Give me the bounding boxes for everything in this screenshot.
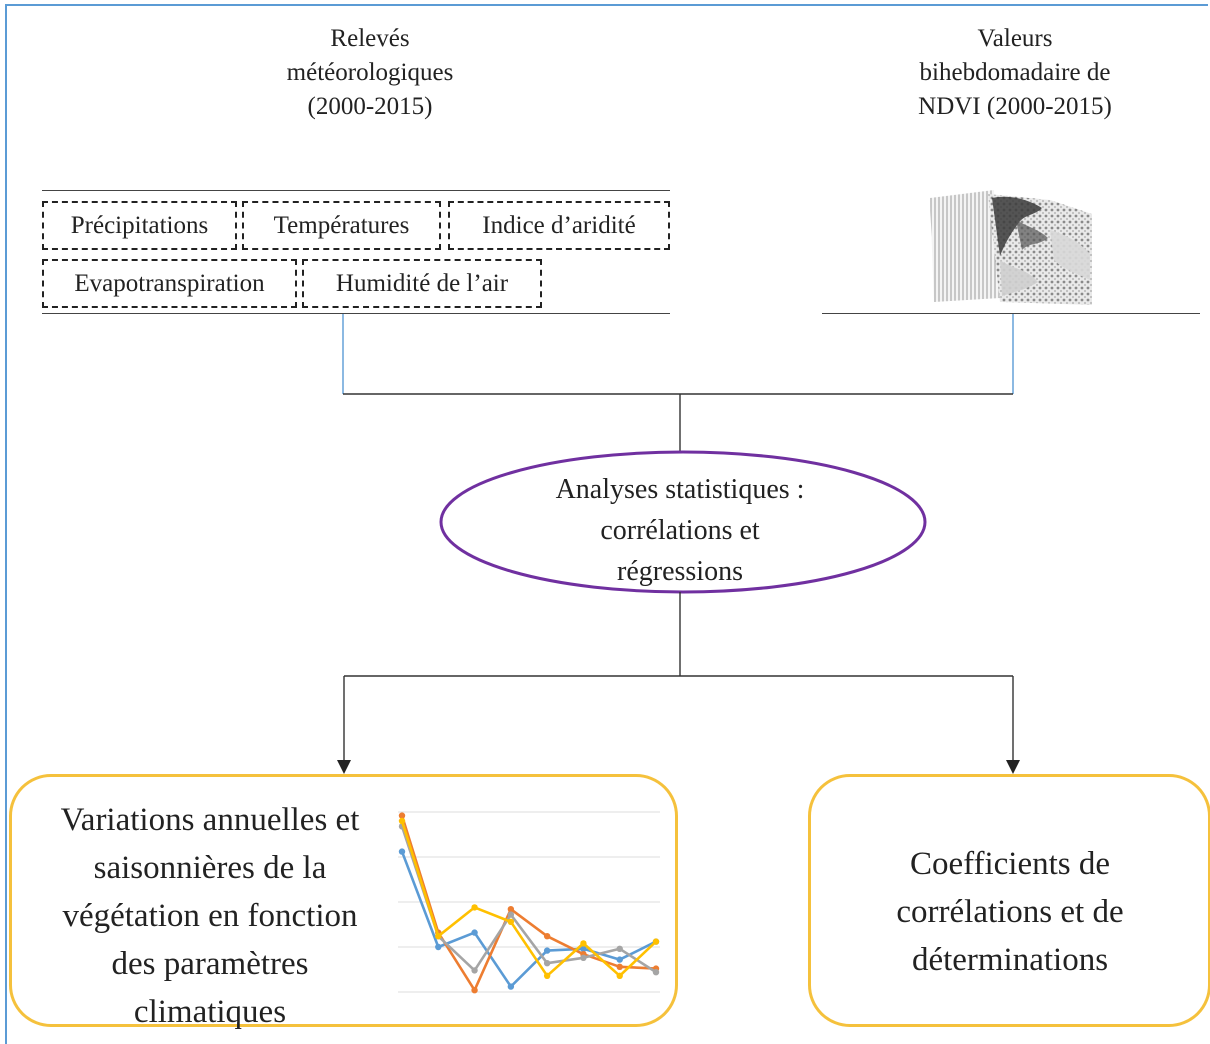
mini-line-chart (398, 811, 660, 994)
meteo-title-line: (2000-2015) (307, 93, 433, 120)
meteo-title-line: Relevés (330, 25, 410, 52)
chart-point-s1-4 (543, 933, 551, 940)
variations-label-line: végétation en fonction (62, 898, 358, 934)
variable-air-humidity: Humidité de l’air (302, 259, 542, 308)
meteo-group-bottom-rule (42, 313, 670, 314)
ndvi-title-line: bihebdomadaire de (919, 59, 1111, 86)
figure-frame (5, 4, 1208, 1044)
chart-point-s3-5 (580, 940, 587, 947)
chart-point-s0-1 (435, 943, 442, 951)
ndvi-image-stack (930, 190, 1092, 305)
analysis-label-line: Analyses statistiques : (555, 474, 805, 505)
meteo-title-line: météorologiques (286, 59, 454, 86)
chart-point-s3-1 (435, 933, 442, 940)
variable-temperatures: Températures (242, 201, 441, 250)
chart-point-s1-6 (616, 963, 623, 970)
meteo-group-top-rule (42, 190, 670, 191)
variations-label-line: climatiques (133, 994, 287, 1030)
meteo-source-title: Relevés météorologiques (2000-2015) (230, 22, 510, 124)
chart-point-s3-7 (652, 938, 660, 945)
chart-point-s3-4 (543, 972, 551, 979)
analysis-ellipse (439, 450, 927, 594)
right-arrowhead-icon (1006, 760, 1020, 774)
chart-series-line-3 (400, 820, 657, 978)
chart-point-s0-2 (471, 929, 478, 936)
ndvi-source-title: Valeurs bihebdomadaire de NDVI (2000-201… (870, 22, 1160, 124)
chart-point-s1-2 (471, 987, 478, 994)
chart-series-line-2 (400, 825, 657, 974)
ndvi-group-bottom-rule (822, 313, 1200, 314)
chart-point-s2-6 (616, 945, 623, 952)
coefficients-output-box (808, 774, 1210, 1027)
chart-point-s2-2 (471, 967, 478, 974)
chart-point-s2-4 (543, 960, 551, 967)
analysis-label: Analyses statistiques : corrélations et … (510, 469, 850, 592)
left-arrowhead-icon (337, 760, 351, 774)
chart-point-s3-3 (507, 918, 515, 925)
ndvi-title-line: Valeurs (977, 25, 1053, 52)
chart-point-s1-0 (398, 812, 406, 819)
chart-point-s0-6 (616, 956, 623, 963)
analysis-label-line: corrélations et (600, 515, 760, 546)
coefficients-label-line: corrélations et de (896, 894, 1124, 930)
chart-point-s2-7 (652, 969, 660, 976)
variable-aridity-index: Indice d’aridité (448, 201, 670, 250)
chart-point-s3-6 (616, 972, 623, 979)
coefficients-label-line: Coefficients de (909, 846, 1111, 882)
chart-point-s0-0 (398, 848, 406, 855)
coefficients-label-line: déterminations (911, 942, 1109, 978)
chart-point-s2-5 (580, 954, 587, 961)
ndvi-title-line: NDVI (2000-2015) (918, 93, 1112, 120)
coefficients-output-label: Coefficients de corrélations et de déter… (830, 840, 1190, 984)
chart-point-s0-4 (543, 947, 551, 954)
chart-point-s1-3 (507, 906, 515, 913)
variations-output-box (9, 774, 678, 1027)
variable-evapotranspiration: Evapotranspiration (42, 259, 297, 308)
analysis-label-line: régressions (617, 556, 743, 587)
variations-label-line: Variations annuelles et (60, 802, 360, 838)
chart-point-s3-2 (471, 904, 478, 911)
chart-point-s2-3 (507, 911, 515, 918)
ndvi-raster-icon (930, 190, 1092, 305)
variations-output-label: Variations annuelles et saisonnières de … (30, 796, 390, 1036)
variations-label-line: des paramètres (111, 946, 309, 982)
variations-label-line: saisonnières de la (93, 850, 327, 886)
variable-precipitations: Précipitations (42, 201, 237, 250)
chart-series-line-1 (400, 815, 657, 992)
chart-point-s3-0 (398, 817, 406, 825)
chart-point-s0-5 (580, 945, 587, 952)
chart-point-s0-3 (507, 983, 515, 990)
